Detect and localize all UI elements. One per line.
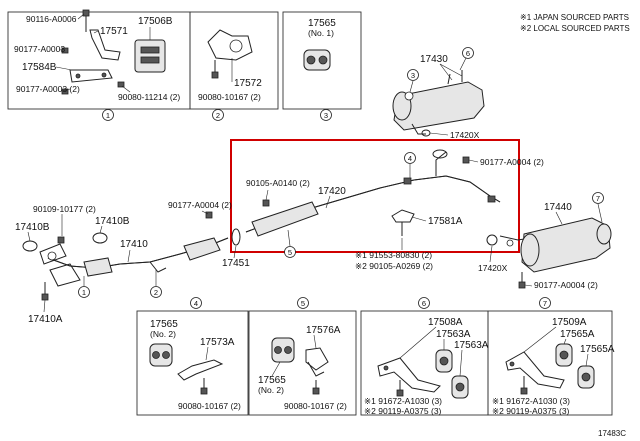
part-17506b[interactable]: 17506B — [138, 16, 173, 27]
part-17571[interactable]: 17571 — [100, 26, 128, 37]
gasket-17451 — [231, 228, 241, 246]
callout-1-top: 1 — [106, 111, 110, 120]
part-90177-a0004-left[interactable]: 90177-A0004 (2) — [168, 200, 232, 210]
callout-5-bottom: 5 — [301, 299, 305, 308]
part-17420x-top[interactable]: 17420X — [450, 130, 480, 140]
part-90080-10167-box5[interactable]: 90080-10167 (2) — [284, 401, 347, 411]
part-17563a-b[interactable]: 17563A — [454, 340, 489, 351]
callout-2-main: 2 — [154, 288, 158, 297]
part-17565-no2-box5-sub: (No. 2) — [258, 385, 284, 395]
part-17420x-bot[interactable]: 17420X — [478, 263, 508, 273]
part-90116-a0006[interactable]: 90116-A0006 — [26, 14, 77, 24]
part-17584b[interactable]: 17584B — [22, 62, 57, 73]
part-17430[interactable]: 17430 — [420, 54, 448, 65]
rubber-hanger-no1 — [303, 49, 331, 71]
part-90080-10167-box4[interactable]: 90080-10167 (2) — [178, 401, 241, 411]
part-17410b-b[interactable]: 17410B — [15, 222, 50, 233]
part-90177-a0003[interactable]: 90177-A0003 — [14, 44, 65, 54]
part-17565a-a[interactable]: 17565A — [560, 329, 595, 340]
part-91553-80830[interactable]: ※1 91553-80830 (2) — [355, 250, 432, 260]
part-90177-a0004-right[interactable]: 90177-A0004 (2) — [534, 280, 598, 290]
local-sourced-note: ※2 LOCAL SOURCED PARTS — [520, 24, 630, 33]
inset-box-2 — [189, 11, 279, 110]
part-17420[interactable]: 17420 — [318, 186, 346, 197]
part-90119-a0375-box6[interactable]: ※2 90119-A0375 (3) — [364, 406, 442, 416]
part-17410[interactable]: 17410 — [120, 239, 148, 250]
part-17509a[interactable]: 17509A — [552, 317, 587, 328]
part-90109-10177[interactable]: 90109-10177 (2) — [33, 204, 96, 214]
bracket-17509a-assembly — [505, 343, 595, 395]
muffler-17430 — [392, 70, 485, 137]
figure-code: 17483C — [598, 429, 626, 438]
part-90080-10167-box2[interactable]: 90080-10167 (2) — [198, 92, 261, 102]
part-90105-a0269[interactable]: ※2 90105-A0269 (2) — [355, 261, 433, 271]
callout-6-bottom: 6 — [422, 299, 426, 308]
part-17565-no1[interactable]: 17565 — [308, 18, 336, 29]
part-90105-a0140[interactable]: 90105-A0140 (2) — [246, 178, 310, 188]
part-17565-no2-box4[interactable]: 17565 — [150, 319, 178, 330]
part-90119-a0375-box7[interactable]: ※2 90119-A0375 (3) — [492, 406, 570, 416]
part-17410a[interactable]: 17410A — [28, 314, 63, 325]
part-17581a[interactable]: 17581A — [428, 216, 463, 227]
part-91672-a1030-box6[interactable]: ※1 91672-A1030 (3) — [364, 396, 442, 406]
callout-5-main: 5 — [288, 248, 292, 257]
hanger-17573a-assembly — [149, 343, 224, 395]
hanger-bracket-assembly — [61, 9, 166, 95]
callout-1-main: 1 — [82, 288, 86, 297]
part-90177-a0004-mid[interactable]: 90177-A0004 (2) — [480, 157, 544, 167]
part-17508a[interactable]: 17508A — [428, 317, 463, 328]
bracket-17572 — [207, 29, 253, 79]
inset-box-3 — [282, 11, 362, 110]
part-91672-a1030-box7[interactable]: ※1 91672-A1030 (3) — [492, 396, 570, 406]
part-90177-a0003-2[interactable]: 90177-A0003 (2) — [16, 84, 80, 94]
part-17410b-a[interactable]: 17410B — [95, 216, 130, 227]
callout-3-main: 3 — [411, 71, 415, 80]
callout-2-top: 2 — [216, 111, 220, 120]
callout-6-main: 6 — [466, 49, 470, 58]
callout-4-main: 4 — [408, 154, 412, 163]
hanger-17576a-assembly — [271, 337, 329, 395]
part-17576a[interactable]: 17576A — [306, 325, 341, 336]
part-17572[interactable]: 17572 — [234, 78, 262, 89]
part-17565-no2-box4-sub: (No. 2) — [150, 329, 176, 339]
callout-7-main: 7 — [596, 194, 600, 203]
part-17563a-a[interactable]: 17563A — [436, 329, 471, 340]
callout-7-bottom: 7 — [543, 299, 547, 308]
inset-box-7 — [487, 310, 613, 416]
highlight-17420-group — [230, 139, 520, 253]
part-17573a[interactable]: 17573A — [200, 337, 235, 348]
callout-4-bottom: 4 — [194, 299, 198, 308]
callout-3-top: 3 — [324, 111, 328, 120]
inset-box-4 — [136, 310, 249, 416]
bracket-17508a-assembly — [377, 349, 469, 399]
part-17565-no1-sub: (No. 1) — [308, 28, 334, 38]
center-pipe-17420 — [245, 149, 501, 237]
muffler-17440 — [486, 217, 612, 289]
inset-box-5 — [248, 310, 357, 416]
front-pipe-17410 — [39, 237, 229, 287]
part-17451[interactable]: 17451 — [222, 258, 250, 269]
part-17440[interactable]: 17440 — [544, 202, 572, 213]
part-17565a-b[interactable]: 17565A — [580, 344, 615, 355]
japan-sourced-note: ※1 JAPAN SOURCED PARTS — [520, 13, 629, 22]
part-17565-no2-box5[interactable]: 17565 — [258, 375, 286, 386]
part-90080-11214[interactable]: 90080-11214 (2) — [118, 92, 180, 102]
